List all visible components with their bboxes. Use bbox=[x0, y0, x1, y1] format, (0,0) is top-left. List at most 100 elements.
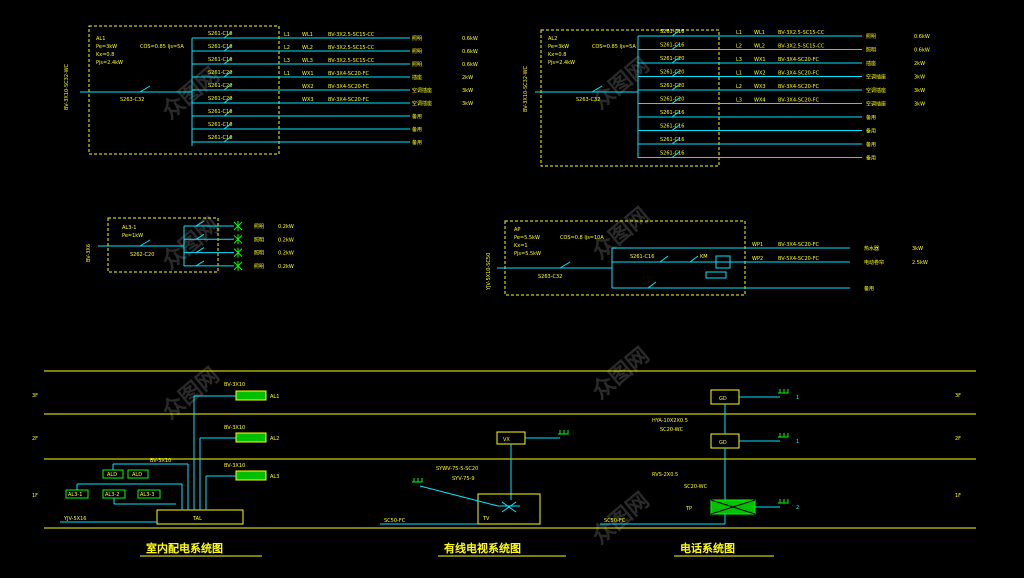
panel-ap-contactor: KM bbox=[700, 254, 708, 260]
circuit-load: 空调插座 bbox=[412, 87, 432, 94]
floor-label-2f: 2F bbox=[32, 436, 38, 442]
circuit-number: WX4 bbox=[754, 98, 766, 104]
circuit-phase: L1 bbox=[736, 30, 742, 36]
panel-al2-main-breaker: S263-C32 bbox=[576, 97, 600, 103]
dist-cable-3: BV-3X10 bbox=[224, 463, 245, 469]
circuit-load: 照明 bbox=[412, 49, 422, 55]
circuit-breaker-label: S261-C16 bbox=[208, 122, 232, 128]
panel-ap-info-1: Pe=5.5kW bbox=[514, 235, 540, 241]
panel-ap: AP Pe=5.5kW Kx=1 Pjs=5.5kW COS=0.8 Ijs=1… bbox=[486, 220, 928, 296]
catv-box-label: VX bbox=[503, 437, 510, 443]
circuit-load: 电动卷帘 bbox=[864, 259, 884, 266]
circuit-power: 3kW bbox=[914, 75, 925, 81]
circuit-cable: BV-3X2.5-SC15-CC bbox=[778, 44, 825, 50]
circuit-cable: BV-3X4-SC20-FC bbox=[778, 98, 820, 104]
circuit-phase: L1 bbox=[736, 71, 742, 77]
circuit-load: 备用 bbox=[412, 113, 422, 120]
watermark: 众图网 bbox=[588, 53, 655, 115]
riser-catv: VX TV SYWV-75-5-SC20 SYV-75-9 SC50-FC 有线… bbox=[380, 430, 569, 557]
tel-count-1f: 2 bbox=[796, 505, 799, 511]
floor-label-3f-right: 3F bbox=[955, 393, 961, 399]
circuit-cable: BV-3X4-SC20-FC bbox=[328, 97, 370, 103]
circuit-load: 照明 bbox=[412, 62, 422, 68]
tel-cable-2: SC20-WC bbox=[660, 427, 684, 433]
circuit-number: WL3 bbox=[302, 58, 313, 64]
circuit-cable: BV-3X2.5-SC15-CC bbox=[328, 58, 375, 64]
circuit-breaker-label: S261-C20 bbox=[660, 70, 684, 76]
circuit-breaker-label: S261-C16 bbox=[208, 109, 232, 115]
circuit-load: 空调插座 bbox=[866, 87, 886, 94]
floor-label-1f-right: 1F bbox=[955, 493, 961, 499]
circuit-load: 热水器 bbox=[864, 245, 879, 252]
circuit-load: 备用 bbox=[864, 285, 874, 292]
circuit-breaker-label: S261-C16 bbox=[660, 110, 684, 116]
catv-main-box bbox=[477, 493, 541, 525]
circuit-load: 照明 bbox=[866, 34, 876, 40]
output-power: 0.2kW bbox=[278, 264, 294, 270]
circuit-cable: BV-5X4-SC20-FC bbox=[778, 256, 820, 262]
dist-small-box-5: AL3-3 bbox=[140, 492, 154, 498]
circuit-power: 0.6kW bbox=[914, 48, 930, 54]
panel-al1-incoming: BV-3X10-SC32-WC bbox=[64, 63, 70, 110]
panel-ap-info-2: Kx=1 bbox=[514, 243, 528, 249]
dist-box-al2: AL2 bbox=[270, 436, 279, 442]
circuit-breaker-label: S261-C16 bbox=[660, 137, 684, 143]
circuit-phase: L2 bbox=[284, 45, 290, 51]
circuit-load: 备用 bbox=[412, 139, 422, 146]
circuit-cable: BV-3X4-SC20-FC bbox=[778, 242, 820, 248]
panel-ap-incoming: YJV-5X10-SC50 bbox=[486, 253, 492, 291]
panel-al3-1-incoming: BV-3X6 bbox=[86, 244, 92, 262]
tel-count-3f: 1 bbox=[796, 395, 799, 401]
circuit-load: 备用 bbox=[866, 141, 876, 148]
tel-box-2f-label: GD bbox=[719, 440, 727, 446]
circuit-cable: BV-3X2.5-SC15-CC bbox=[328, 32, 375, 38]
panel-al1-circuit-row: S261-C16 备用 bbox=[192, 109, 422, 120]
circuit-power: 0.6kW bbox=[462, 36, 478, 42]
dist-cable-4: BV-3X10 bbox=[150, 458, 171, 464]
output-label: 照明 bbox=[254, 224, 264, 230]
panel-al1-info-1: Pe=3kW bbox=[96, 44, 117, 50]
dist-incoming: YJV-5X16 bbox=[63, 516, 86, 522]
catv-cable2: SYV-75-9 bbox=[452, 476, 475, 482]
tel-count-2f: 1 bbox=[796, 439, 799, 445]
dist-small-box-4: AL3-2 bbox=[105, 492, 119, 498]
circuit-load: 照明 bbox=[412, 36, 422, 42]
panel-al1: AL1 Pe=3kW Kx=0.8 Pjs=2.4kW COS=0.85 Ijs… bbox=[64, 25, 478, 155]
tel-main-box-label: TP bbox=[685, 506, 692, 512]
circuit-number: WP2 bbox=[752, 256, 763, 262]
circuit-cable: BV-3X4-SC20-FC bbox=[778, 57, 820, 63]
circuit-load: 备用 bbox=[412, 126, 422, 133]
output-power: 0.2kW bbox=[278, 237, 294, 243]
circuit-breaker-label: S261-C16 bbox=[660, 29, 684, 35]
circuit-cable: BV-3X2.5-SC15-CC bbox=[328, 45, 375, 51]
panel-al3-1-name: AL3-1 bbox=[122, 225, 136, 231]
panel-al1-circuit-row: S261-C16 备用 bbox=[192, 122, 422, 133]
output-label: 照明 bbox=[254, 237, 264, 243]
circuit-power: 3kW bbox=[914, 102, 925, 108]
panel-al1-main-breaker: S263-C32 bbox=[120, 97, 144, 103]
panel-ap-circuit-row: WP2 BV-5X4-SC20-FC 电动卷帘 2.5kW bbox=[752, 256, 928, 266]
output-power: 0.2kW bbox=[278, 251, 294, 257]
circuit-load: 插座 bbox=[866, 60, 876, 67]
circuit-load: 空调插座 bbox=[866, 74, 886, 81]
panel-al2-name: AL2 bbox=[548, 36, 557, 42]
dist-title: 室内配电系统图 bbox=[146, 541, 223, 555]
circuit-cable: BV-3X4-SC20-FC bbox=[778, 84, 820, 90]
circuit-load: 照明 bbox=[866, 48, 876, 54]
panel-ap-params: COS=0.8 Ijs=10A bbox=[560, 235, 604, 241]
circuit-power: 0.6kW bbox=[914, 34, 930, 40]
tel-cable-3: RVS-2X0.5 bbox=[652, 472, 678, 478]
circuit-power: 2.5kW bbox=[912, 260, 928, 266]
